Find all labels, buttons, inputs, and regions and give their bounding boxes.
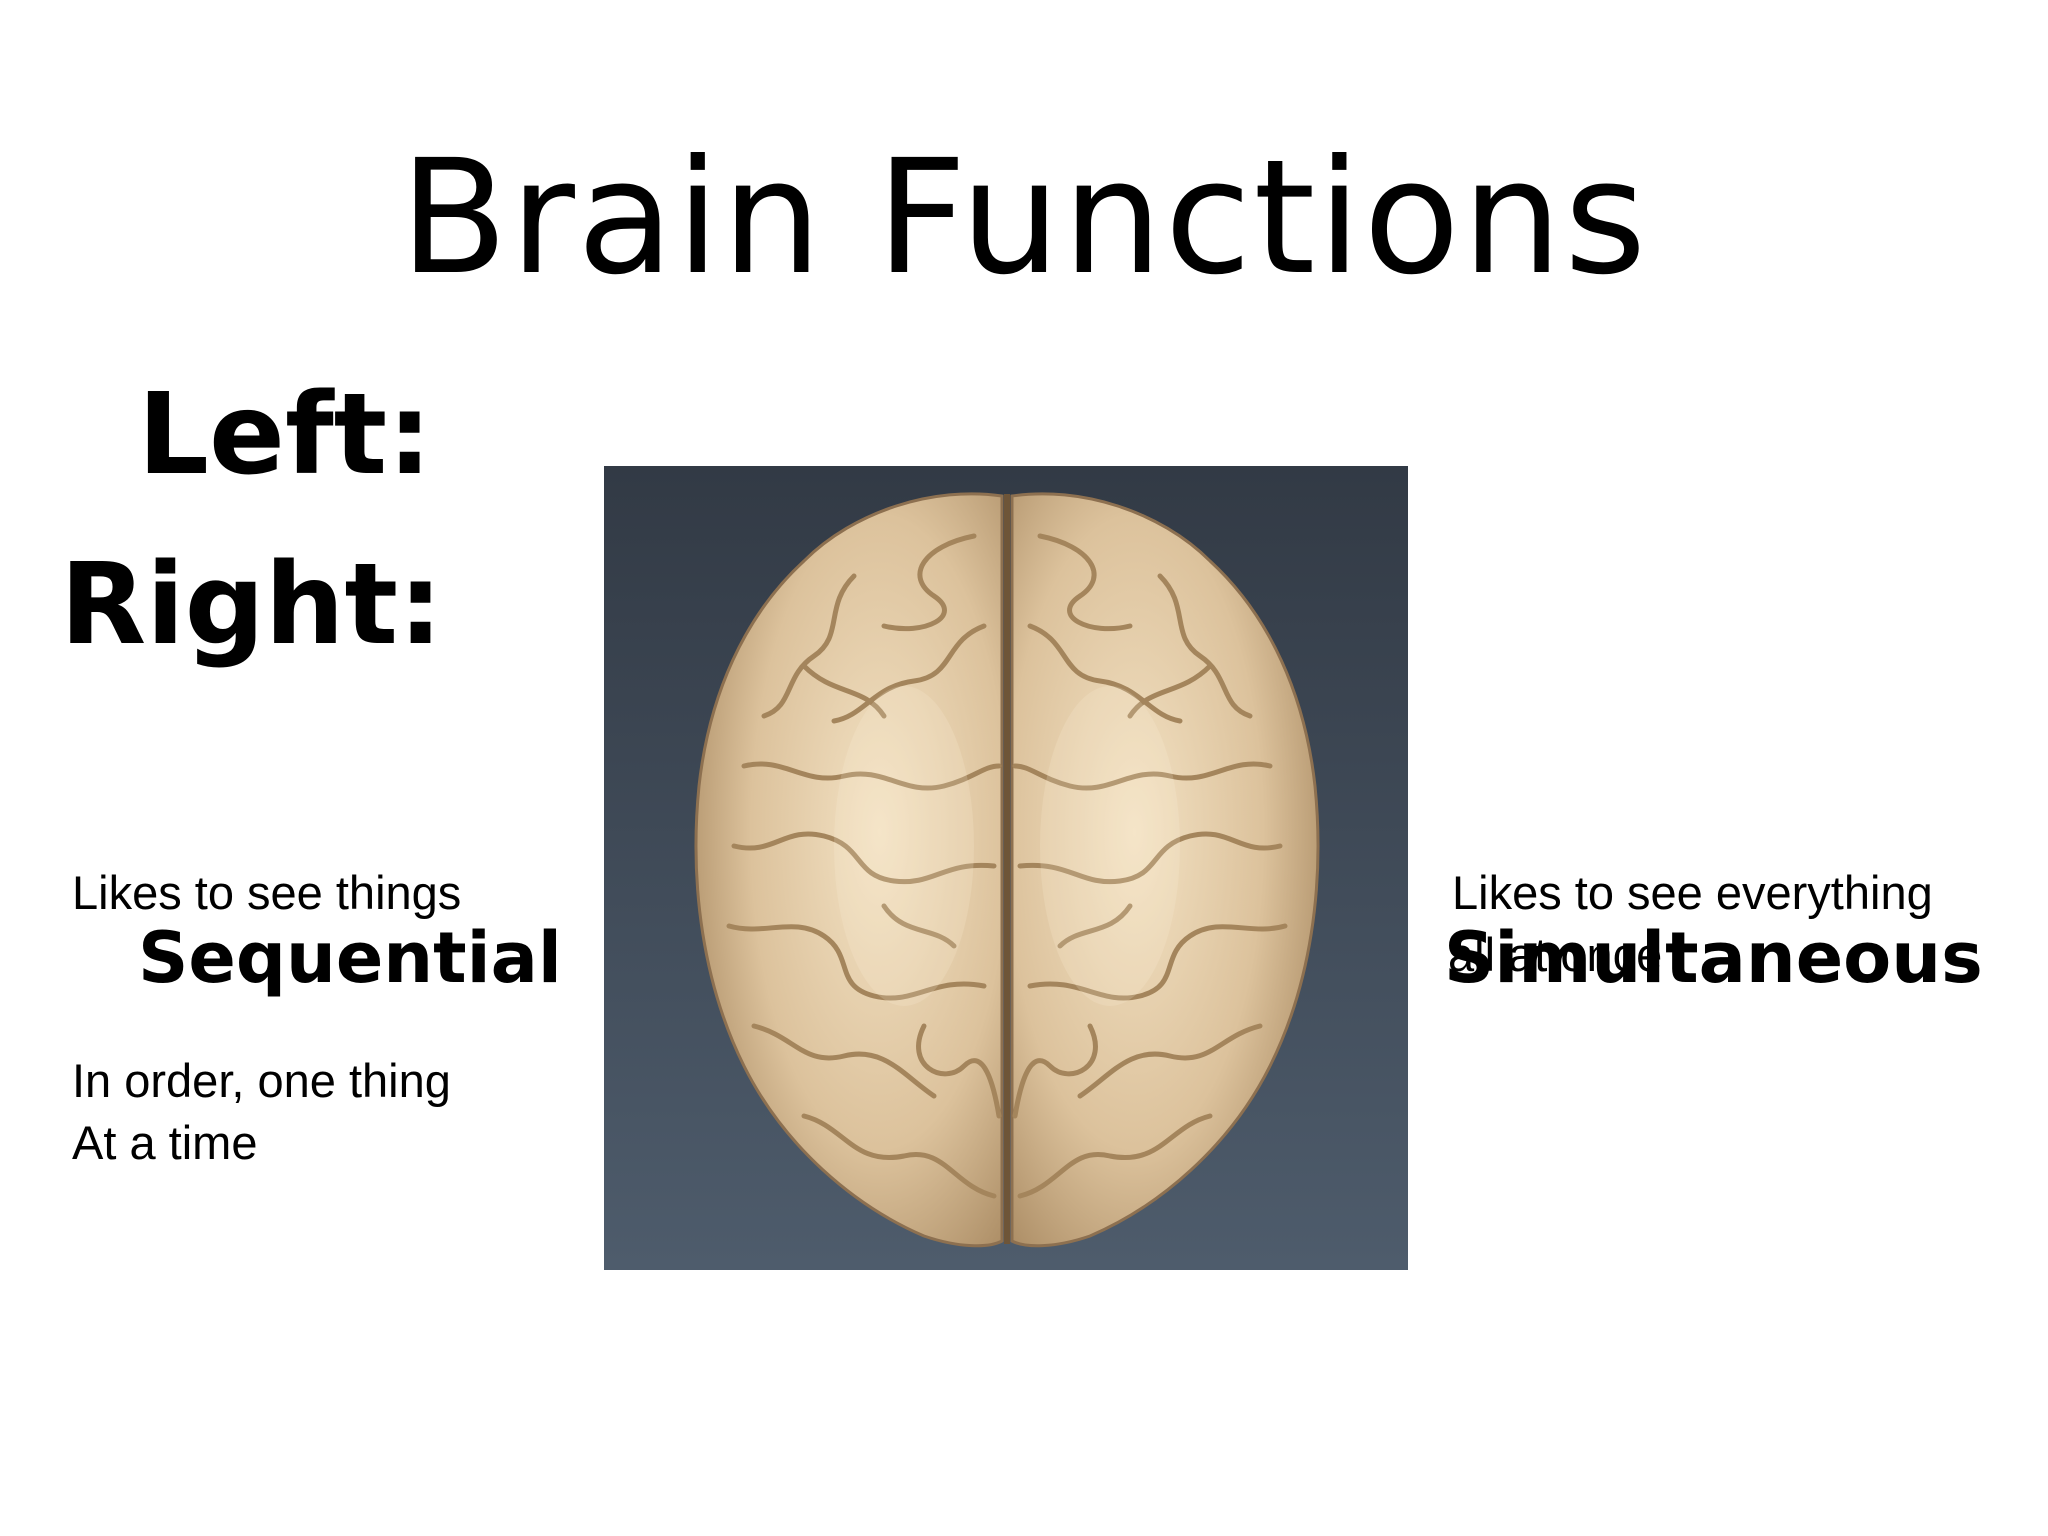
left-intro-text: Likes to see things: [72, 866, 462, 919]
left-hemisphere-label: Left:: [137, 370, 432, 500]
left-desc-line-2: At a time: [72, 1116, 258, 1169]
left-desc-line-1: In order, one thing: [72, 1054, 451, 1107]
brain-image: [604, 466, 1408, 1270]
left-term-sequential: Sequential: [138, 917, 562, 999]
left-hemisphere-shape: [694, 492, 1004, 1248]
slide-title: Brain Functions: [399, 126, 1649, 310]
right-hemisphere-label: Right:: [60, 540, 443, 670]
right-term-simultaneous: Simultaneous: [1444, 917, 1983, 999]
right-overlap-text: all at once: [1448, 928, 1663, 981]
right-intro-text: Likes to see everything: [1452, 866, 1933, 919]
right-hemisphere-shape: [1010, 492, 1320, 1248]
